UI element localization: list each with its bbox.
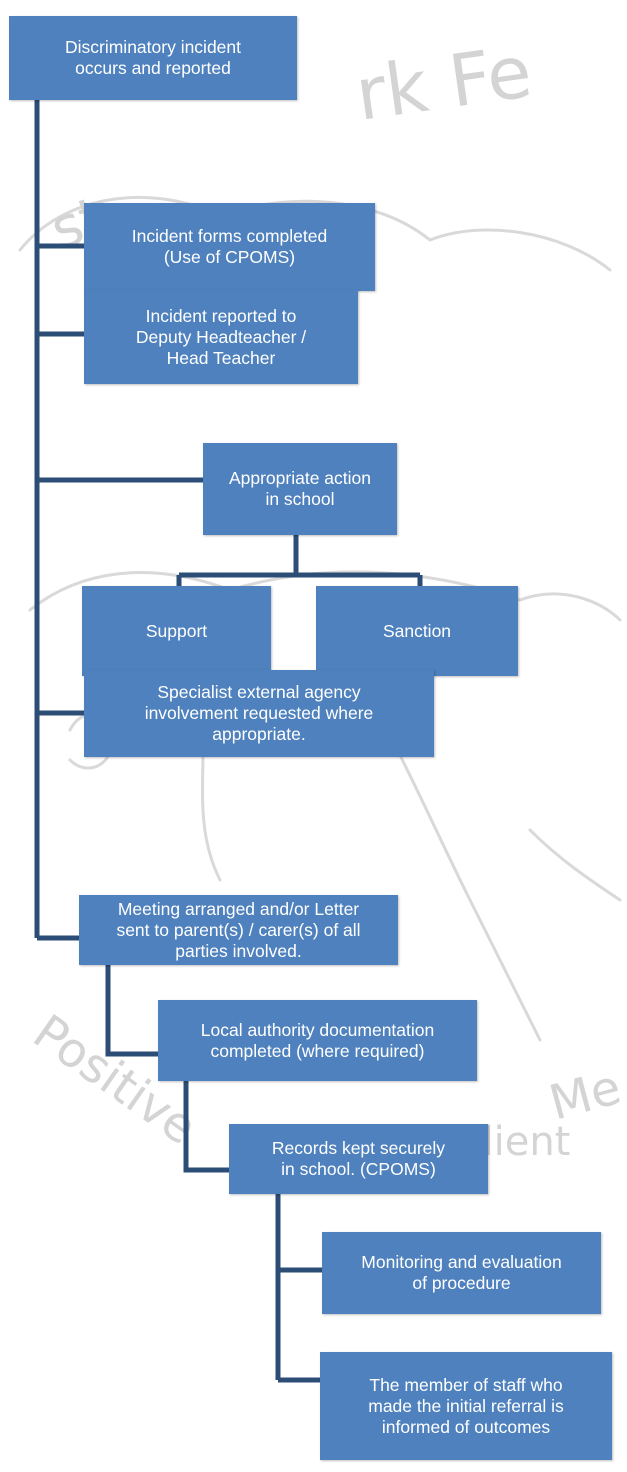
step-local-authority-label: Local authority documentation completed … xyxy=(200,1019,435,1061)
step-appropriate-action: Appropriate action in school xyxy=(203,443,397,535)
step-incident-reported-label: Discriminatory incident occurs and repor… xyxy=(64,37,242,78)
step-support: Support xyxy=(82,586,271,676)
connector-records xyxy=(183,1081,229,1173)
step-meeting-arranged-label: Meeting arranged and/or Letter sent to p… xyxy=(116,898,361,961)
step-records-kept-label: Records kept securely in school. (CPOMS) xyxy=(271,1138,446,1179)
step-support-label: Support xyxy=(145,620,208,641)
step-reported-to-head-label: Incident reported to Deputy Headteacher … xyxy=(135,305,307,368)
step-staff-informed-label: The member of staff who made the initial… xyxy=(368,1374,564,1437)
step-monitoring-label: Monitoring and evaluation of procedure xyxy=(361,1252,562,1293)
step-incident-reported: Discriminatory incident occurs and repor… xyxy=(9,16,297,100)
step-forms-completed-label: Incident forms completed (Use of CPOMS) xyxy=(131,226,328,267)
step-monitoring: Monitoring and evaluation of procedure xyxy=(322,1232,601,1314)
connector-local-authority xyxy=(105,965,158,1057)
step-staff-informed: The member of staff who made the initial… xyxy=(320,1352,612,1460)
step-specialist-agency-label: Specialist external agency involvement r… xyxy=(144,682,374,744)
step-specialist-agency: Specialist external agency involvement r… xyxy=(84,670,434,757)
step-meeting-arranged: Meeting arranged and/or Letter sent to p… xyxy=(79,895,398,965)
step-sanction-label: Sanction xyxy=(382,620,452,641)
step-sanction: Sanction xyxy=(316,586,518,676)
step-appropriate-action-label: Appropriate action in school xyxy=(228,468,372,509)
step-reported-to-head: Incident reported to Deputy Headteacher … xyxy=(84,290,358,384)
step-forms-completed: Incident forms completed (Use of CPOMS) xyxy=(84,203,375,291)
step-records-kept: Records kept securely in school. (CPOMS) xyxy=(229,1124,488,1194)
step-local-authority: Local authority documentation completed … xyxy=(158,1000,477,1081)
